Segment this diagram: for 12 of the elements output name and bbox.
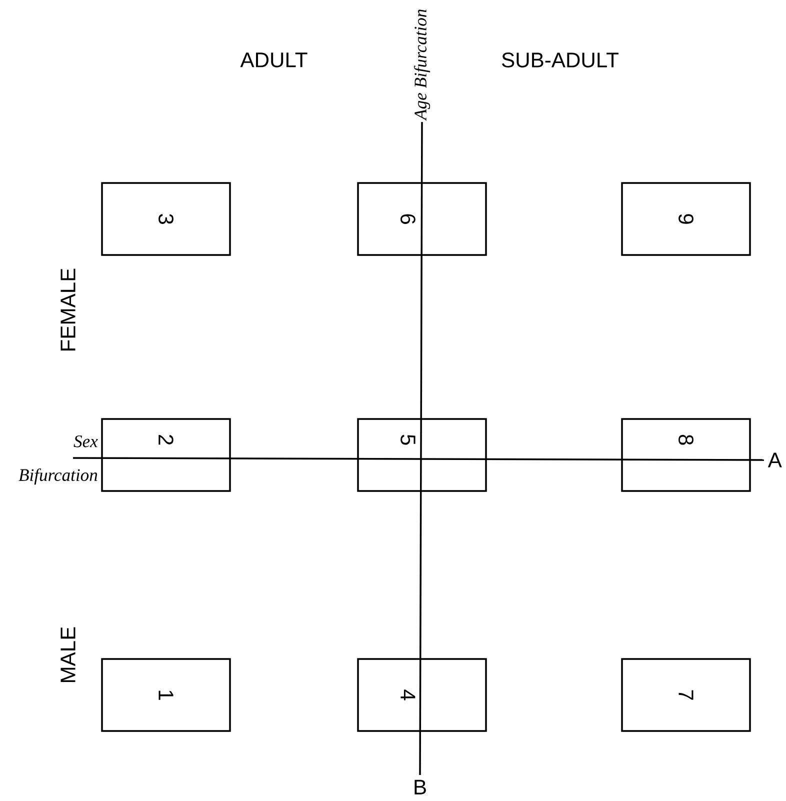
numbered-box: 2 [101,418,231,492]
numbered-box: 8 [621,418,751,492]
numbered-box: 1 [101,658,231,732]
numbered-box: 4 [357,658,487,732]
numbered-box: 3 [101,182,231,256]
numbered-box: 9 [621,182,751,256]
axis-end-label: B [414,780,426,794]
heading: SUB-ADULT [502,52,618,68]
heading: ADULT [240,52,308,68]
numbered-box: 5 [357,418,487,492]
numbered-box: 6 [357,182,487,256]
numbered-box: 7 [621,658,751,732]
